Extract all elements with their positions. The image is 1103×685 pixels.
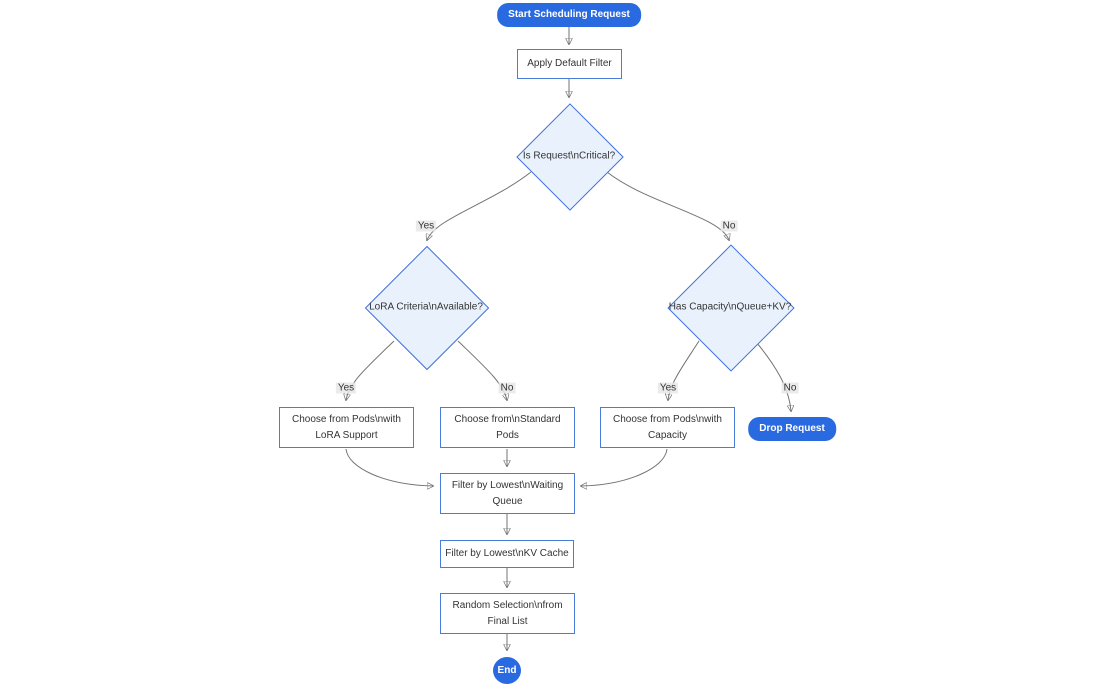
edge-capacity-no [756,342,791,411]
node-choose-lora-pods: Choose from Pods\nwith LoRA Support [279,407,414,448]
edge-label-critical-yes: Yes [415,220,437,232]
node-choose-standard-pods: Choose from\nStandard Pods [440,407,575,448]
edge-capacity-to-waiting [581,448,668,486]
node-start: Start Scheduling Request [497,3,641,27]
node-drop-request: Drop Request [748,417,836,441]
edge-lora-yes [346,340,395,400]
edge-critical-no [606,171,729,240]
edge-label-lora-yes: Yes [335,382,357,394]
edge-label-capacity-yes: Yes [657,382,679,394]
node-random-selection: Random Selection\nfrom Final List [440,593,575,634]
node-filter-kv-cache: Filter by Lowest\nKV Cache [440,540,574,568]
edge-critical-yes [427,171,532,240]
edge-label-lora-no: No [498,382,516,394]
node-choose-capacity-pods: Choose from Pods\nwith Capacity [600,407,735,448]
node-filter-waiting-queue: Filter by Lowest\nWaiting Queue [440,473,575,514]
node-is-critical-label: Is Request\nCritical? [522,150,616,162]
node-apply-default-filter: Apply Default Filter [517,49,622,79]
edge-capacity-yes [668,340,700,400]
edge-label-capacity-no: No [781,382,799,394]
edge-lora-to-waiting [345,448,433,486]
edge-label-critical-no: No [720,220,738,232]
edge-lora-no [457,340,507,400]
node-lora-criteria-label: LoRA Criteria\nAvailable? [369,301,483,313]
node-has-capacity-label: Has Capacity\nQueue+KV? [668,301,792,313]
node-end: End [493,657,521,684]
